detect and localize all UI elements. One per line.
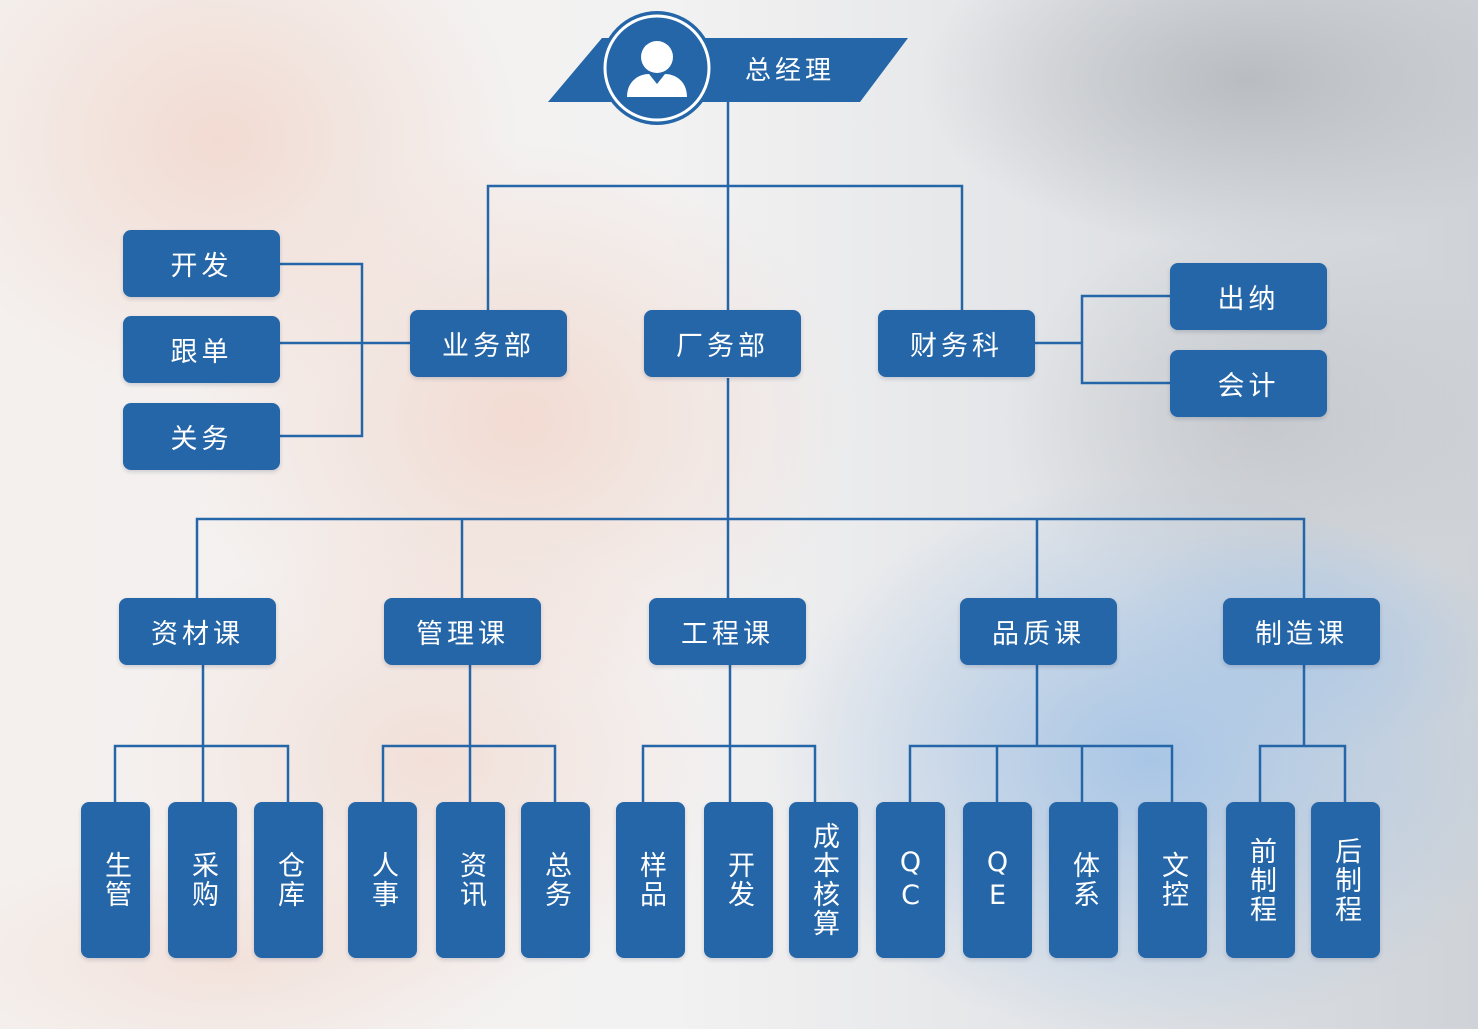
connector-line <box>280 262 364 438</box>
dept-business[interactable]: 业务部 <box>410 310 567 377</box>
unit-label: 人事 <box>367 851 398 909</box>
unit-box[interactable]: 总务 <box>521 802 590 958</box>
business-sub-label: 关务 <box>170 424 233 455</box>
section-materials[interactable]: 资材课 <box>119 598 276 665</box>
section-label: 管理课 <box>416 619 509 650</box>
connector-line <box>1080 294 1170 385</box>
unit-box[interactable]: 后制程 <box>1311 802 1380 958</box>
finance-sub-item[interactable]: 出纳 <box>1170 263 1327 330</box>
unit-label: 样品 <box>635 851 666 909</box>
general-manager-banner <box>548 11 908 125</box>
section-engineering[interactable]: 工程课 <box>649 598 806 665</box>
connector-line <box>641 744 817 802</box>
finance-sub-label: 会计 <box>1217 371 1280 402</box>
unit-label: QE <box>982 847 1013 913</box>
unit-label: QC <box>895 847 926 913</box>
connector-line <box>381 744 557 802</box>
section-label: 制造课 <box>1255 619 1348 650</box>
user-icon <box>627 41 687 97</box>
unit-box[interactable]: QC <box>876 802 945 958</box>
unit-box[interactable]: 采购 <box>168 802 237 958</box>
unit-label: 资讯 <box>455 851 486 909</box>
unit-label: 采购 <box>187 851 218 909</box>
unit-label: 仓库 <box>273 851 304 909</box>
unit-box[interactable]: QE <box>963 802 1032 958</box>
connector-line <box>1258 744 1347 802</box>
connector-line <box>113 744 290 802</box>
section-manufacturing[interactable]: 制造课 <box>1223 598 1380 665</box>
unit-label: 成本核算 <box>808 822 839 938</box>
dept-business-label: 业务部 <box>442 331 535 362</box>
unit-box[interactable]: 仓库 <box>254 802 323 958</box>
business-sub-item[interactable]: 关务 <box>123 403 280 470</box>
finance-sub-item[interactable]: 会计 <box>1170 350 1327 417</box>
finance-sub-label: 出纳 <box>1217 284 1280 315</box>
unit-box[interactable]: 体系 <box>1049 802 1118 958</box>
section-label: 工程课 <box>681 619 774 650</box>
dept-finance-label: 财务科 <box>910 331 1003 362</box>
unit-label: 开发 <box>723 851 754 909</box>
business-sub-item[interactable]: 开发 <box>123 230 280 297</box>
unit-box[interactable]: 开发 <box>704 802 773 958</box>
unit-box[interactable]: 成本核算 <box>789 802 858 958</box>
section-label: 品质课 <box>992 619 1085 650</box>
connector-line <box>195 517 1306 598</box>
unit-label: 文控 <box>1157 851 1188 909</box>
business-sub-item[interactable]: 跟单 <box>123 316 280 383</box>
unit-box[interactable]: 资讯 <box>436 802 505 958</box>
unit-label: 生管 <box>100 851 131 909</box>
unit-box[interactable]: 前制程 <box>1226 802 1295 958</box>
unit-box[interactable]: 样品 <box>616 802 685 958</box>
unit-label: 总务 <box>540 851 571 909</box>
dept-finance[interactable]: 财务科 <box>878 310 1035 377</box>
connector-line <box>486 184 964 310</box>
connector-line <box>908 744 1174 802</box>
unit-box[interactable]: 生管 <box>81 802 150 958</box>
unit-box[interactable]: 文控 <box>1138 802 1207 958</box>
unit-label: 体系 <box>1068 851 1099 909</box>
dept-factory[interactable]: 厂务部 <box>644 310 801 377</box>
business-sub-label: 开发 <box>170 251 233 282</box>
unit-box[interactable]: 人事 <box>348 802 417 958</box>
general-manager-title: 总经理 <box>745 56 836 86</box>
business-sub-label: 跟单 <box>170 337 233 368</box>
unit-label: 后制程 <box>1330 836 1361 924</box>
section-management[interactable]: 管理课 <box>384 598 541 665</box>
section-quality[interactable]: 品质课 <box>960 598 1117 665</box>
dept-factory-label: 厂务部 <box>676 331 769 362</box>
unit-label: 前制程 <box>1245 836 1276 924</box>
section-label: 资材课 <box>151 619 244 650</box>
